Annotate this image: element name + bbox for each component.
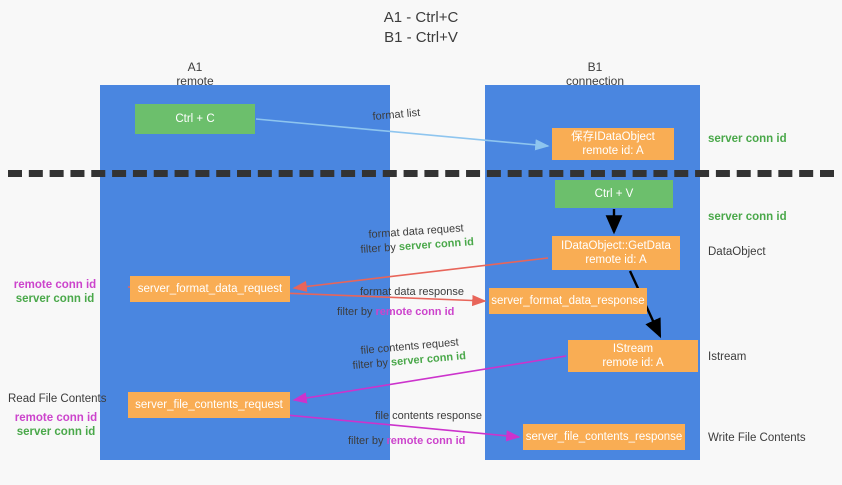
box-server-format-data-request[interactable]: server_format_data_request xyxy=(130,276,290,302)
title-line-2: B1 - Ctrl+V xyxy=(384,29,458,46)
label-write-file-contents: Write File Contents xyxy=(708,432,806,444)
caption-filter-value: remote conn id xyxy=(375,306,455,318)
label-istream: Istream xyxy=(708,351,747,363)
box-save-idataobject-line2: remote id: A xyxy=(582,145,644,157)
label-server-conn-id-mid: server conn id xyxy=(708,211,787,223)
caption-format-data-response: format data response xyxy=(360,286,464,298)
box-server-file-contents-response[interactable]: server_file_contents_response xyxy=(523,424,685,450)
label-remote-conn-id-lower: remote conn id xyxy=(14,412,98,424)
lane-b1-name: B1 xyxy=(587,60,603,74)
box-ctrl-c[interactable]: Ctrl + C xyxy=(135,104,255,134)
box-server-file-contents-response-label: server_file_contents_response xyxy=(525,431,683,443)
caption-filter-prefix: filter by xyxy=(348,435,387,447)
box-server-file-contents-request-label: server_file_contents_request xyxy=(135,399,283,411)
box-idataobject-getdata[interactable]: IDataObject::GetData remote id: A xyxy=(552,236,680,270)
label-remote-conn-id-upper: remote conn id xyxy=(13,279,97,291)
box-istream-line2: remote id: A xyxy=(602,357,664,369)
caption-format-data-response-filter: filter by remote conn id xyxy=(337,305,454,320)
caption-file-contents-response: file contents response xyxy=(375,410,483,422)
lane-header-b1: B1 connection xyxy=(500,60,690,88)
lane-header-a1: A1 remote xyxy=(100,60,290,88)
box-ctrl-c-label: Ctrl + C xyxy=(175,113,215,125)
caption-format-list: format list xyxy=(372,106,421,123)
title-line-1: A1 - Ctrl+C xyxy=(383,9,459,26)
box-istream-line1: IStream xyxy=(612,343,654,355)
label-conn-ids-upper: remote conn id server conn id xyxy=(10,278,100,306)
box-istream[interactable]: IStream remote id: A xyxy=(568,340,698,372)
caption-filter-prefix: filter by xyxy=(337,306,376,318)
caption-filter-value: server conn id xyxy=(398,236,475,254)
page-title: A1 - Ctrl+C B1 - Ctrl+V xyxy=(0,8,842,48)
box-save-idataobject[interactable]: 保存IDataObject remote id: A xyxy=(552,128,674,160)
box-getdata-line1: IDataObject::GetData xyxy=(561,240,671,252)
box-save-idataobject-line1: 保存IDataObject xyxy=(571,131,655,143)
label-dataobject: DataObject xyxy=(708,246,766,258)
label-server-conn-id-upper: server conn id xyxy=(15,293,95,305)
caption-filter-prefix: filter by xyxy=(360,241,400,256)
caption-filter-prefix: filter by xyxy=(352,356,392,372)
caption-file-contents-response-filter: filter by remote conn id xyxy=(348,434,465,449)
box-server-format-data-response[interactable]: server_format_data_response xyxy=(489,288,647,314)
label-read-file-contents: Read File Contents xyxy=(8,393,107,405)
box-getdata-line2: remote id: A xyxy=(585,254,647,266)
box-server-format-data-request-label: server_format_data_request xyxy=(137,283,283,295)
caption-filter-value: remote conn id xyxy=(386,435,466,447)
label-conn-ids-lower: remote conn id server conn id xyxy=(10,411,102,439)
box-ctrl-v[interactable]: Ctrl + V xyxy=(555,180,673,208)
box-server-file-contents-request[interactable]: server_file_contents_request xyxy=(128,392,290,418)
label-server-conn-id-lower: server conn id xyxy=(16,426,96,438)
lane-a1-subtitle: remote xyxy=(176,74,214,88)
phase-divider xyxy=(8,170,834,177)
lane-b1-subtitle: connection xyxy=(565,74,625,88)
label-server-conn-id-top: server conn id xyxy=(708,133,787,145)
box-server-format-data-response-label: server_format_data_response xyxy=(491,295,645,307)
lane-a1-name: A1 xyxy=(187,60,203,74)
box-ctrl-v-label: Ctrl + V xyxy=(594,188,634,200)
